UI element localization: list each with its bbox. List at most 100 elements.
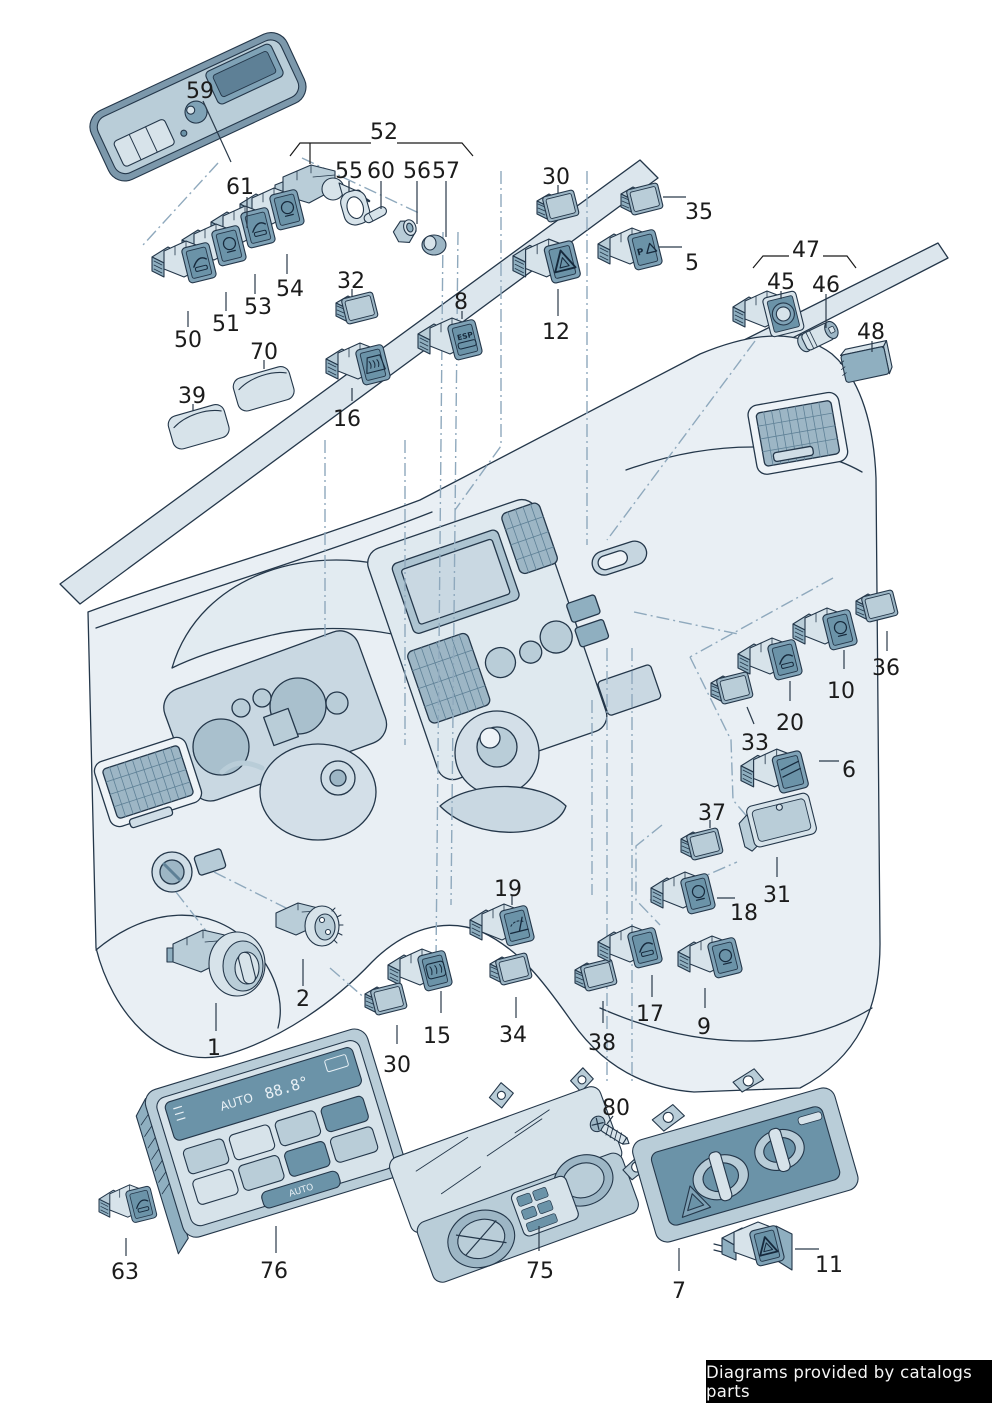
part-80-fastening-screw[interactable] xyxy=(587,1113,633,1150)
guide-line-18 xyxy=(213,871,291,911)
part-label-19[interactable]: 19 xyxy=(494,877,522,902)
part-38-blanking-plug[interactable] xyxy=(574,958,618,992)
part-70-blanking-cover-cap[interactable] xyxy=(231,364,296,413)
part-label-11[interactable]: 11 xyxy=(815,1253,843,1278)
part-label-55[interactable]: 55 xyxy=(335,159,363,184)
part-30-blanking-plug[interactable] xyxy=(536,189,580,223)
part-label-37[interactable]: 37 xyxy=(698,801,726,826)
part-label-30[interactable]: 30 xyxy=(383,1053,411,1078)
part-label-5[interactable]: 5 xyxy=(685,251,699,276)
part-label-60[interactable]: 60 xyxy=(367,159,395,184)
dash-cowl-line xyxy=(95,511,433,629)
part-label-17[interactable]: 17 xyxy=(636,1002,664,1027)
part-label-47[interactable]: 47 xyxy=(792,238,820,263)
part-label-16[interactable]: 16 xyxy=(333,407,361,432)
part-label-54[interactable]: 54 xyxy=(276,277,304,302)
part-10-function-switch[interactable] xyxy=(792,607,858,651)
part-31-blanking-cover[interactable] xyxy=(736,792,818,853)
part-label-70[interactable]: 70 xyxy=(250,340,278,365)
part-46-cigarette-lighter-element[interactable] xyxy=(795,319,841,354)
part-label-35[interactable]: 35 xyxy=(685,200,713,225)
part-label-2[interactable]: 2 xyxy=(296,987,310,1012)
part-6-airbag-deactivation-switch[interactable] xyxy=(740,748,809,794)
part-label-57[interactable]: 57 xyxy=(432,159,460,184)
part-37-blanking-plug[interactable] xyxy=(680,827,724,861)
part-label-63[interactable]: 63 xyxy=(111,1260,139,1285)
steering-column xyxy=(259,743,377,841)
ignition-keyhole xyxy=(329,769,347,787)
guide-line-2 xyxy=(454,171,502,511)
part-label-15[interactable]: 15 xyxy=(423,1024,451,1049)
guide-line-11 xyxy=(633,611,739,635)
part-label-53[interactable]: 53 xyxy=(244,295,272,320)
part-label-46[interactable]: 46 xyxy=(812,273,840,298)
part-label-61[interactable]: 61 xyxy=(226,175,254,200)
part-32-blanking-plug[interactable] xyxy=(335,291,379,325)
part-75-climatic-control-unit[interactable] xyxy=(375,1052,643,1286)
part-label-52[interactable]: 52 xyxy=(370,120,398,145)
part-8-esp-switch[interactable]: ESP xyxy=(417,317,483,361)
part-60-locking-pin[interactable] xyxy=(363,205,388,224)
part-label-34[interactable]: 34 xyxy=(499,1023,527,1048)
part-36-blanking-plug[interactable] xyxy=(855,589,899,623)
part-17-function-switch[interactable] xyxy=(597,925,663,969)
svg-text:P: P xyxy=(636,247,645,258)
part-20-function-switch[interactable] xyxy=(737,637,803,681)
part-9-function-switch[interactable] xyxy=(677,935,743,979)
part-34-blanking-plug[interactable] xyxy=(489,952,533,986)
part-label-9[interactable]: 9 xyxy=(697,1015,711,1040)
part-5-park-assist-switch[interactable]: P xyxy=(597,227,663,271)
part-label-50[interactable]: 50 xyxy=(174,328,202,353)
part-label-20[interactable]: 20 xyxy=(776,711,804,736)
part-label-1[interactable]: 1 xyxy=(207,1036,221,1061)
part-label-76[interactable]: 76 xyxy=(260,1259,288,1284)
part-18-function-switch[interactable] xyxy=(650,871,716,915)
part-label-48[interactable]: 48 xyxy=(857,320,885,345)
part-label-7[interactable]: 7 xyxy=(672,1279,686,1304)
part-59-dash-trim-panel[interactable] xyxy=(84,27,312,187)
part-label-59[interactable]: 59 xyxy=(186,79,214,104)
part-label-18[interactable]: 18 xyxy=(730,901,758,926)
part-57-cap-nut[interactable] xyxy=(421,234,447,256)
part-label-12[interactable]: 12 xyxy=(542,320,570,345)
part-label-32[interactable]: 32 xyxy=(337,269,365,294)
part-label-8[interactable]: 8 xyxy=(454,290,468,315)
part-label-10[interactable]: 10 xyxy=(827,679,855,704)
part-16-heated-windscreen-switch[interactable] xyxy=(325,342,391,386)
part-label-30[interactable]: 30 xyxy=(542,165,570,190)
part-76-climatronic-control-unit[interactable]: AUTO 88.8° AUTO xyxy=(130,1026,411,1255)
part-11-hazard-warning-switch[interactable] xyxy=(713,1221,793,1271)
part-label-38[interactable]: 38 xyxy=(588,1031,616,1056)
part-33-blanking-plug[interactable] xyxy=(710,671,754,705)
part-label-36[interactable]: 36 xyxy=(872,656,900,681)
part-55-trim-ring[interactable] xyxy=(338,188,372,228)
part-label-45[interactable]: 45 xyxy=(767,270,795,295)
part-19-rear-wiper-switch[interactable] xyxy=(469,903,535,947)
part-56-adapter-sleeve[interactable] xyxy=(391,217,420,246)
part-label-33[interactable]: 33 xyxy=(741,731,769,756)
svg-text:ESP: ESP xyxy=(456,330,474,343)
part-label-31[interactable]: 31 xyxy=(763,883,791,908)
part-39-blanking-cover-cap[interactable] xyxy=(166,402,231,451)
part-label-80[interactable]: 80 xyxy=(602,1096,630,1121)
part-48-blanking-cover[interactable] xyxy=(838,340,894,384)
column-stalk xyxy=(219,760,265,775)
part-label-75[interactable]: 75 xyxy=(526,1259,554,1284)
part-7-heater-control-unit[interactable] xyxy=(606,1050,861,1249)
part-63-door-function-switch[interactable] xyxy=(98,1184,158,1223)
part-label-6[interactable]: 6 xyxy=(842,758,856,783)
part-35-blanking-plug[interactable] xyxy=(620,182,664,216)
part-2-instrument-dimmer-switch[interactable] xyxy=(275,902,344,947)
part-12-hazard-warning-switch[interactable] xyxy=(512,238,581,284)
part-15-heated-rear-window-switch[interactable] xyxy=(387,948,453,992)
part-50-switch-module[interactable] xyxy=(151,240,217,284)
part-label-51[interactable]: 51 xyxy=(212,312,240,337)
part-label-39[interactable]: 39 xyxy=(178,384,206,409)
part-45-cigarette-lighter-housing[interactable] xyxy=(732,290,805,338)
part-1-headlight-switch[interactable] xyxy=(166,929,266,997)
dash-switch-cutouts xyxy=(566,594,662,716)
part-label-56[interactable]: 56 xyxy=(403,159,431,184)
part-30-blanking-plug[interactable] xyxy=(364,982,408,1016)
bracket-lighter-assembly-line-0 xyxy=(752,255,789,269)
